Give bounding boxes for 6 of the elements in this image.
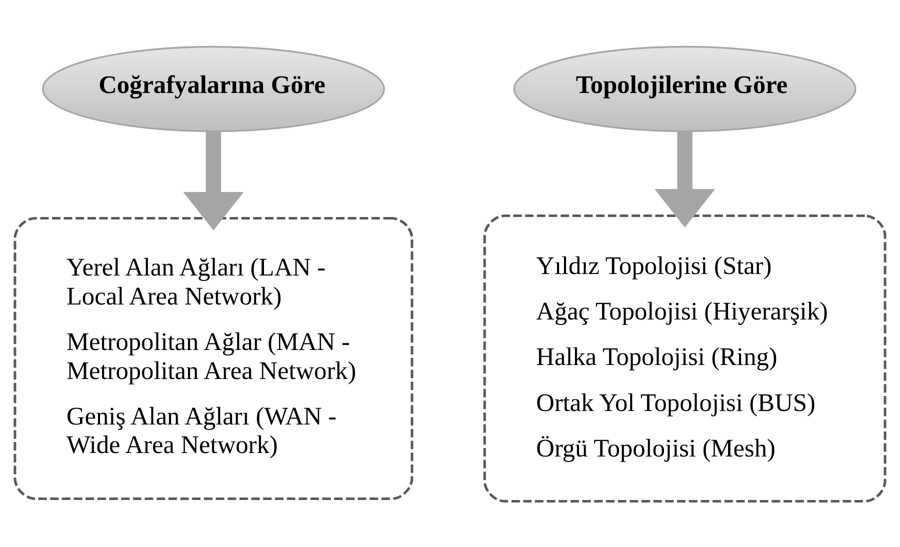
node-box: Yıldız Topolojisi (Star) Ağaç Topolojisi (Hiyerarşik) Halka Topolojisi (Ring) Ortak Yol Topolojisi (BUS) Örgü Topolojisi (Mesh) <box>483 214 886 502</box>
node-ellipse: Coğrafyalarına Göre <box>42 45 385 132</box>
arrow <box>654 131 716 227</box>
arrow <box>183 131 244 230</box>
node-ellipse: Topolojilerine Göre <box>513 45 856 132</box>
node-box: Yerel Alan Ağları (LAN - Local Area Network) Metropolitan Ağlar (MAN - Metropolitan Area Network) Geniş Alan Ağları (WAN - Wide Area Network) <box>14 216 414 500</box>
